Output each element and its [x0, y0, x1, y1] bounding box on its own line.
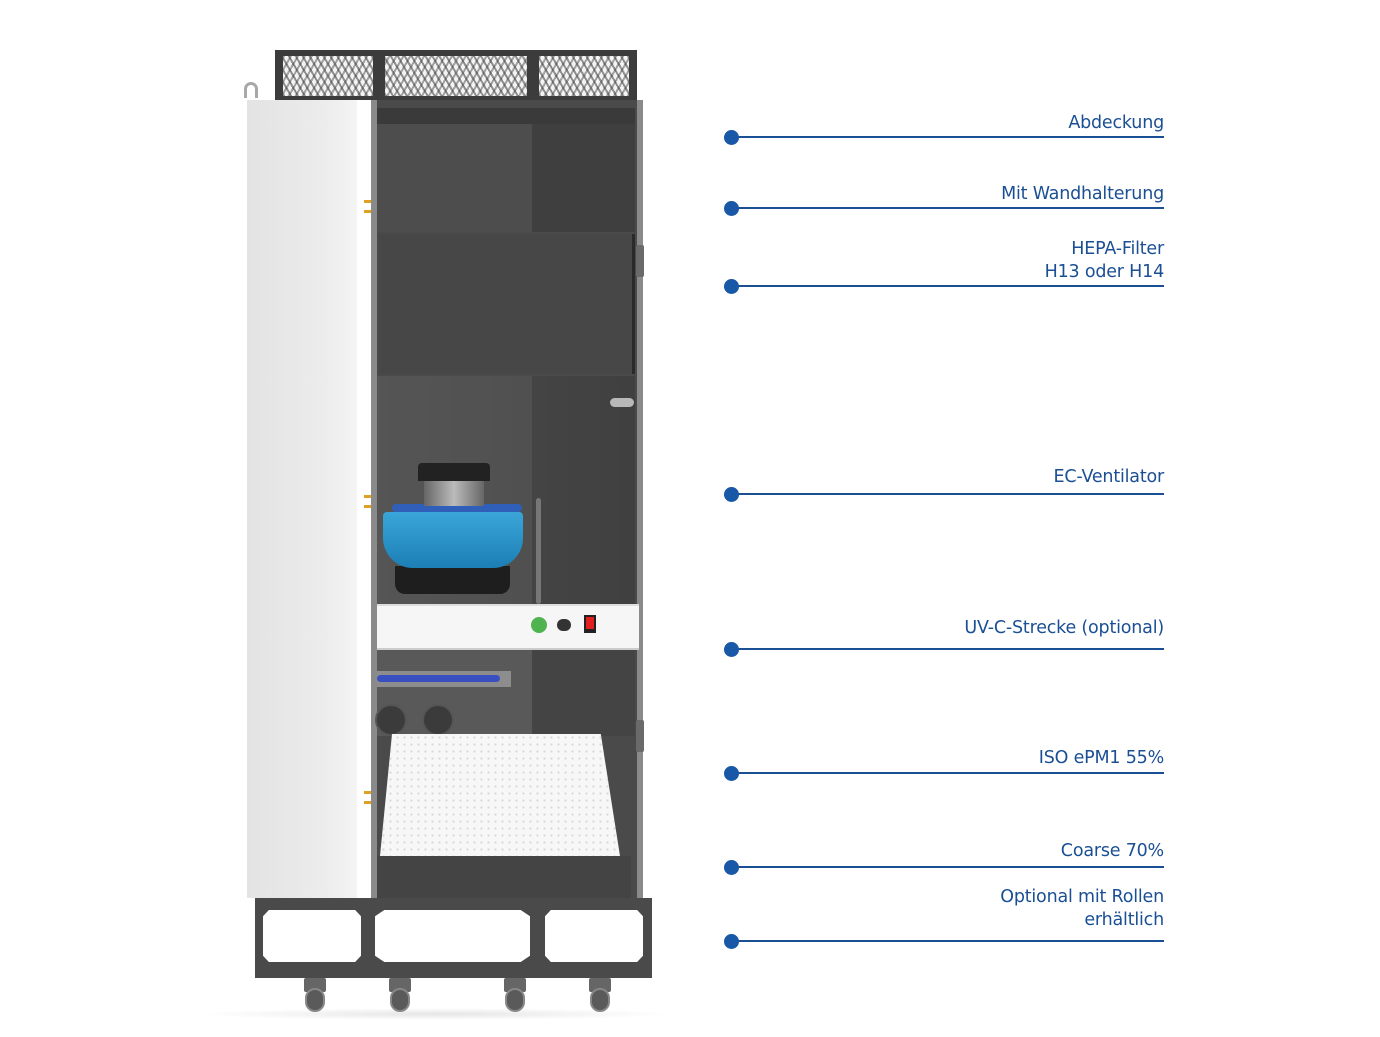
rocker-switch-icon: [584, 615, 596, 633]
leader-dot-icon: [724, 934, 739, 949]
callout-label: Optional mit Rollen erhältlich: [1000, 887, 1164, 930]
callout-abdeckung: Abdeckung: [724, 112, 1164, 145]
callout-label: Abdeckung: [1068, 113, 1164, 133]
callout-label: Coarse 70%: [1060, 841, 1164, 861]
hepa-filter-panel: [378, 234, 635, 374]
hinge-icon: [364, 791, 372, 794]
slot-icon: [610, 398, 634, 407]
hinge-icon: [364, 801, 372, 804]
callout-rollen: Optional mit Rollen erhältlich: [724, 886, 1164, 949]
power-button-icon: [531, 617, 547, 633]
grille-segment-right: [539, 56, 629, 96]
callout-label: EC-Ventilator: [1053, 467, 1164, 487]
grille-segment-left: [283, 56, 373, 96]
lamp-socket-icon: [422, 704, 454, 736]
callout-hepa-filter: HEPA-Filter H13 oder H14: [724, 238, 1164, 294]
fan-motor-cap: [418, 463, 490, 481]
upper-compartment: [377, 124, 635, 232]
fan-motor: [424, 480, 484, 506]
caster-wheel-icon: [385, 978, 415, 1012]
knob-icon: [557, 619, 571, 631]
callout-label: ISO ePM1 55%: [1038, 748, 1164, 768]
fan-ring: [392, 504, 522, 512]
leader-dot-icon: [724, 642, 739, 657]
latch-icon: [636, 245, 644, 277]
lamp-socket-icon: [375, 704, 407, 736]
coarse-filter-housing: [377, 856, 631, 898]
callout-epm1: ISO ePM1 55%: [724, 747, 1164, 781]
leader-dot-icon: [724, 860, 739, 875]
grille-segment-center: [385, 56, 527, 96]
callout-wandhalterung: Mit Wandhalterung: [724, 183, 1164, 216]
fan-base: [395, 566, 510, 594]
uv-c-chamber: [377, 650, 635, 736]
leader-dot-icon: [724, 487, 739, 502]
stand-opening: [545, 910, 643, 962]
leader-dot-icon: [724, 279, 739, 294]
wheeled-stand: [255, 898, 652, 978]
top-cover-grille: [275, 50, 637, 100]
leader-dot-icon: [724, 130, 739, 145]
air-purifier-illustration: [195, 50, 675, 1020]
cable-pipe: [536, 498, 541, 604]
callout-coarse: Coarse 70%: [724, 840, 1164, 875]
leader-dot-icon: [724, 766, 739, 781]
leader-line: [732, 493, 1164, 495]
callout-label: UV-C-Strecke (optional): [964, 618, 1164, 638]
leader-line: [732, 136, 1164, 138]
callout-uv-c-strecke: UV-C-Strecke (optional): [724, 617, 1164, 657]
leader-line: [732, 940, 1164, 942]
caster-wheel-icon: [585, 978, 615, 1012]
leader-line: [732, 648, 1164, 650]
ec-fan-impeller: [383, 512, 523, 568]
wall-mount-hook-icon: [244, 82, 258, 98]
stand-opening: [263, 910, 361, 962]
leader-line: [732, 285, 1164, 287]
hinge-icon: [364, 505, 372, 508]
callout-label: HEPA-Filter H13 oder H14: [1044, 239, 1165, 282]
hinge-icon: [364, 210, 372, 213]
caster-wheel-icon: [500, 978, 530, 1012]
latch-icon: [636, 720, 644, 752]
uv-c-lamp: [377, 675, 500, 682]
leader-dot-icon: [724, 201, 739, 216]
callout-label: Mit Wandhalterung: [1001, 184, 1164, 204]
leader-line: [732, 866, 1164, 868]
control-panel: [377, 604, 639, 650]
caster-wheel-icon: [300, 978, 330, 1012]
leader-line: [732, 772, 1164, 774]
epm1-prefilter: [380, 734, 620, 856]
stand-opening: [375, 910, 530, 962]
top-rail: [377, 108, 635, 124]
leader-line: [732, 207, 1164, 209]
hinge-icon: [364, 200, 372, 203]
hinge-icon: [364, 495, 372, 498]
callout-ec-ventilator: EC-Ventilator: [724, 466, 1164, 502]
open-door-panel: [247, 100, 357, 898]
